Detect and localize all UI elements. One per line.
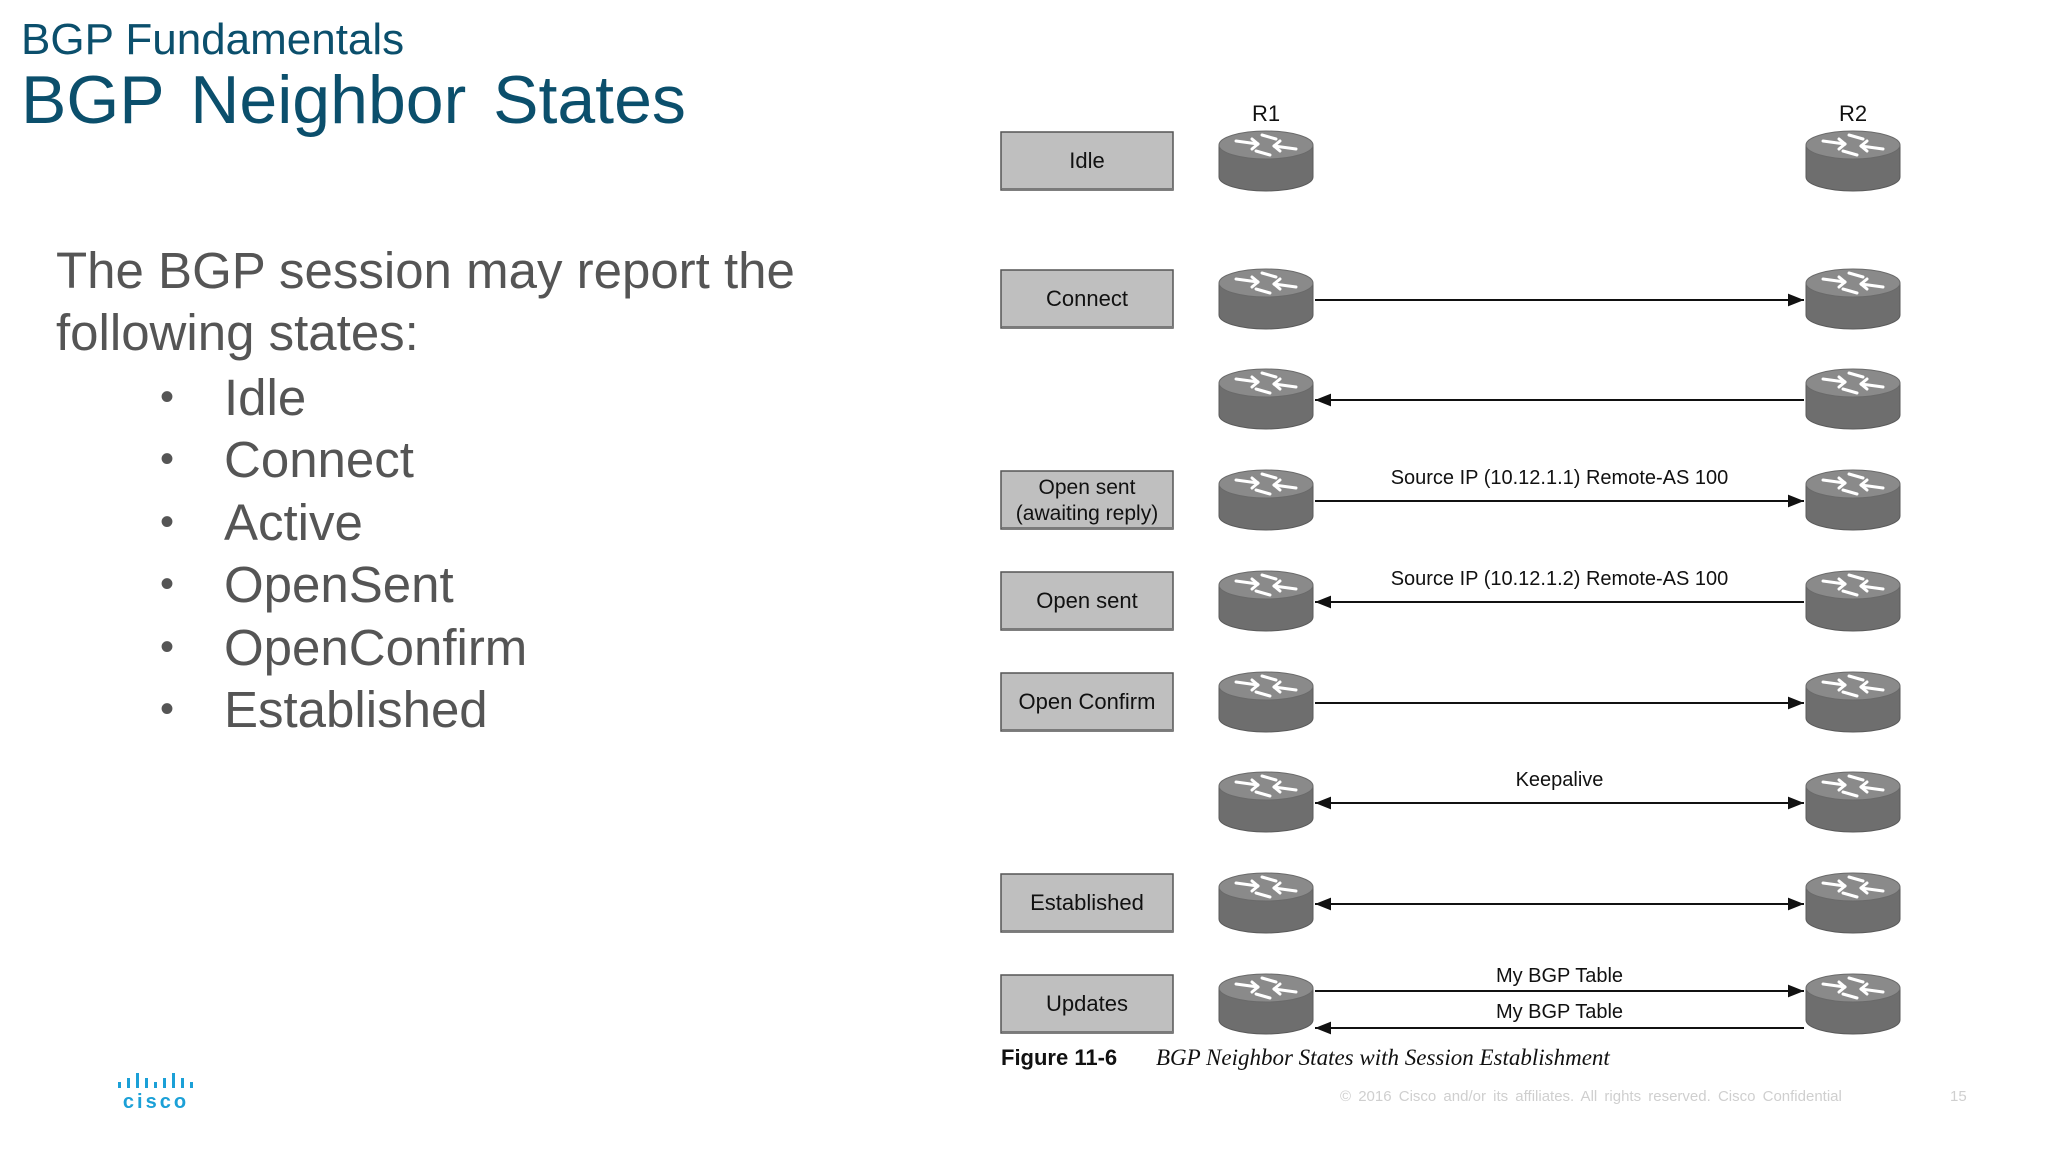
state-box-label: Open sent (1039, 476, 1136, 499)
state-box: Connect (1000, 269, 1174, 329)
message-label: My BGP Table (1496, 1001, 1623, 1023)
bullet-icon: • (160, 687, 175, 731)
state-box-label: Updates (1046, 991, 1128, 1016)
router-r2-icon (1805, 771, 1901, 833)
state-bullet-label: Idle (224, 369, 307, 426)
state-box-label: Open sent (1036, 588, 1138, 613)
page-title: BGP Neighbor States (21, 62, 686, 138)
router-r2-icon (1805, 973, 1901, 1035)
cisco-bars-icon (118, 1073, 193, 1088)
router-r2-icon (1805, 671, 1901, 733)
router-r1-icon (1218, 570, 1314, 632)
router-r1-icon (1218, 469, 1314, 531)
bullet-icon: • (160, 375, 175, 419)
router-r2-icon (1805, 570, 1901, 632)
state-box-label: Idle (1069, 148, 1104, 173)
state-box: Established (1000, 873, 1174, 933)
router-label-r2: R2 (1839, 101, 1867, 126)
cisco-logo: cisco (114, 1070, 198, 1114)
router-r2-icon (1805, 130, 1901, 192)
state-box-label: Connect (1046, 286, 1128, 311)
figure-number: Figure 11-6 (1001, 1045, 1117, 1070)
state-bullet-label: OpenConfirm (224, 618, 528, 676)
bullet-icon: • (160, 437, 175, 482)
page-number: 15 (1950, 1088, 1967, 1105)
state-box-label: Open Confirm (1019, 689, 1156, 714)
bullet-icon: • (160, 499, 175, 544)
state-box-label: (awaiting reply) (1016, 502, 1158, 525)
figure-caption: BGP Neighbor States with Session Establi… (1156, 1045, 1610, 1070)
state-bullet-list: • Idle • Connect • Active • OpenSent • OpenConfir… (0, 0, 900, 760)
router-r2-icon (1805, 368, 1901, 430)
router-r1-icon (1218, 268, 1314, 330)
copyright-footer: © 2016 Cisco and/or its affiliates. All … (1340, 1088, 1842, 1105)
state-box: Open Confirm (1000, 672, 1174, 732)
router-r1-icon (1218, 973, 1314, 1035)
state-bullet-label: Established (224, 681, 488, 738)
state-box-label: Established (1030, 890, 1144, 915)
message-label: Keepalive (1516, 769, 1604, 791)
state-box: Idle (1000, 131, 1174, 191)
message-label: Source IP (10.12.1.2) Remote-AS 100 (1391, 568, 1729, 590)
message-label: Source IP (10.12.1.1) Remote-AS 100 (1391, 467, 1729, 489)
state-bullet-label: OpenSent (224, 556, 454, 614)
state-bullet-label: Active (224, 493, 363, 551)
router-r2-icon (1805, 469, 1901, 531)
router-r1-icon (1218, 671, 1314, 733)
state-box: Open sent (1000, 571, 1174, 631)
bullet-icon: • (160, 562, 175, 607)
router-r1-icon (1218, 771, 1314, 833)
router-label-r1: R1 (1252, 101, 1280, 126)
message-label: My BGP Table (1496, 965, 1623, 987)
state-box: Open sent (awaiting reply) (1000, 470, 1174, 530)
router-r2-icon (1805, 872, 1901, 934)
router-r1-icon (1218, 130, 1314, 192)
router-r1-icon (1218, 872, 1314, 934)
bullet-icon: • (160, 624, 175, 669)
section-subtitle: BGP Fundamentals (21, 15, 405, 64)
router-r1-icon (1218, 368, 1314, 430)
router-r2-icon (1805, 268, 1901, 330)
state-bullet-label: Connect (224, 431, 414, 489)
cisco-wordmark: cisco (122, 1091, 190, 1113)
state-box: Updates (1000, 974, 1174, 1034)
intro-text: The BGP session may report the following… (56, 242, 795, 361)
